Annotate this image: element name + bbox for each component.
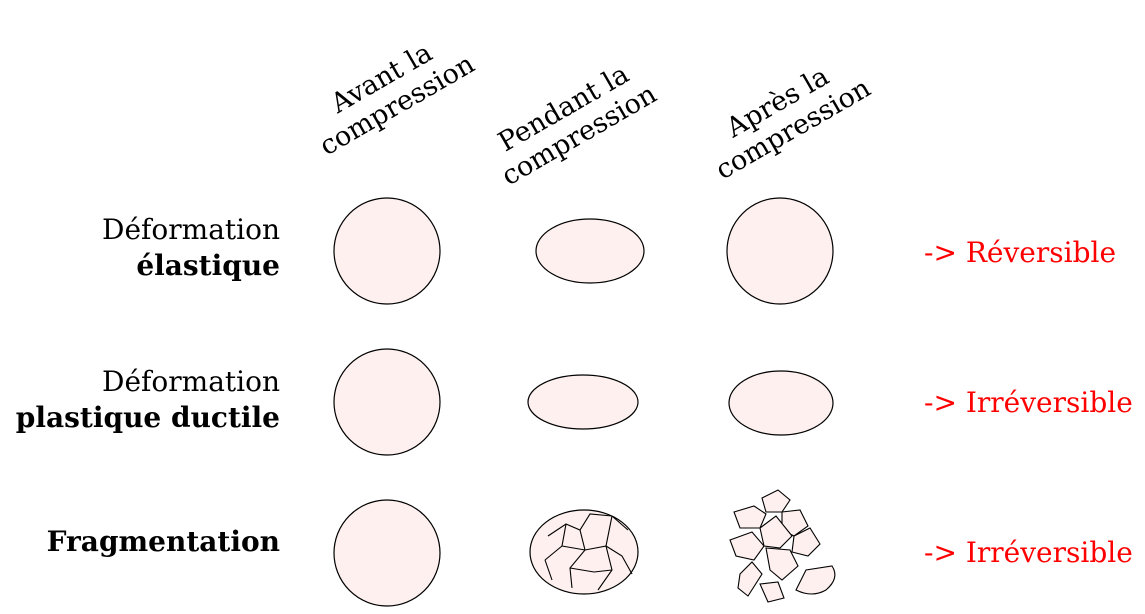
particle-plastic-before [333,348,441,456]
row-label-elastic-line2: élastique [136,249,280,282]
row-label-elastic-line1: Déformation [102,213,280,246]
particle-plastic-during [527,374,639,430]
particle-elastic-during [535,218,645,284]
result-plastic: -> Irréversible [924,386,1133,419]
row-label-plastic-line1: Déformation [102,365,280,398]
row-label-fragmentation: Fragmentation [47,524,280,560]
result-elastic: -> Réversible [924,236,1117,269]
row-label-plastic: Déformation plastique ductile [16,364,280,436]
particle-fragmentation-after [729,489,836,603]
particle-plastic-after [728,370,834,436]
row-label-plastic-line2: plastique ductile [15,401,280,434]
particle-elastic-after [726,197,834,305]
row-label-elastic: Déformation élastique [102,212,280,284]
row-label-fragmentation-line2: Fragmentation [46,525,280,558]
particle-fragmentation-before [333,499,441,607]
particle-elastic-before [333,197,441,305]
result-fragmentation: -> Irréversible [924,536,1133,569]
particle-fragmentation-during [529,509,639,595]
